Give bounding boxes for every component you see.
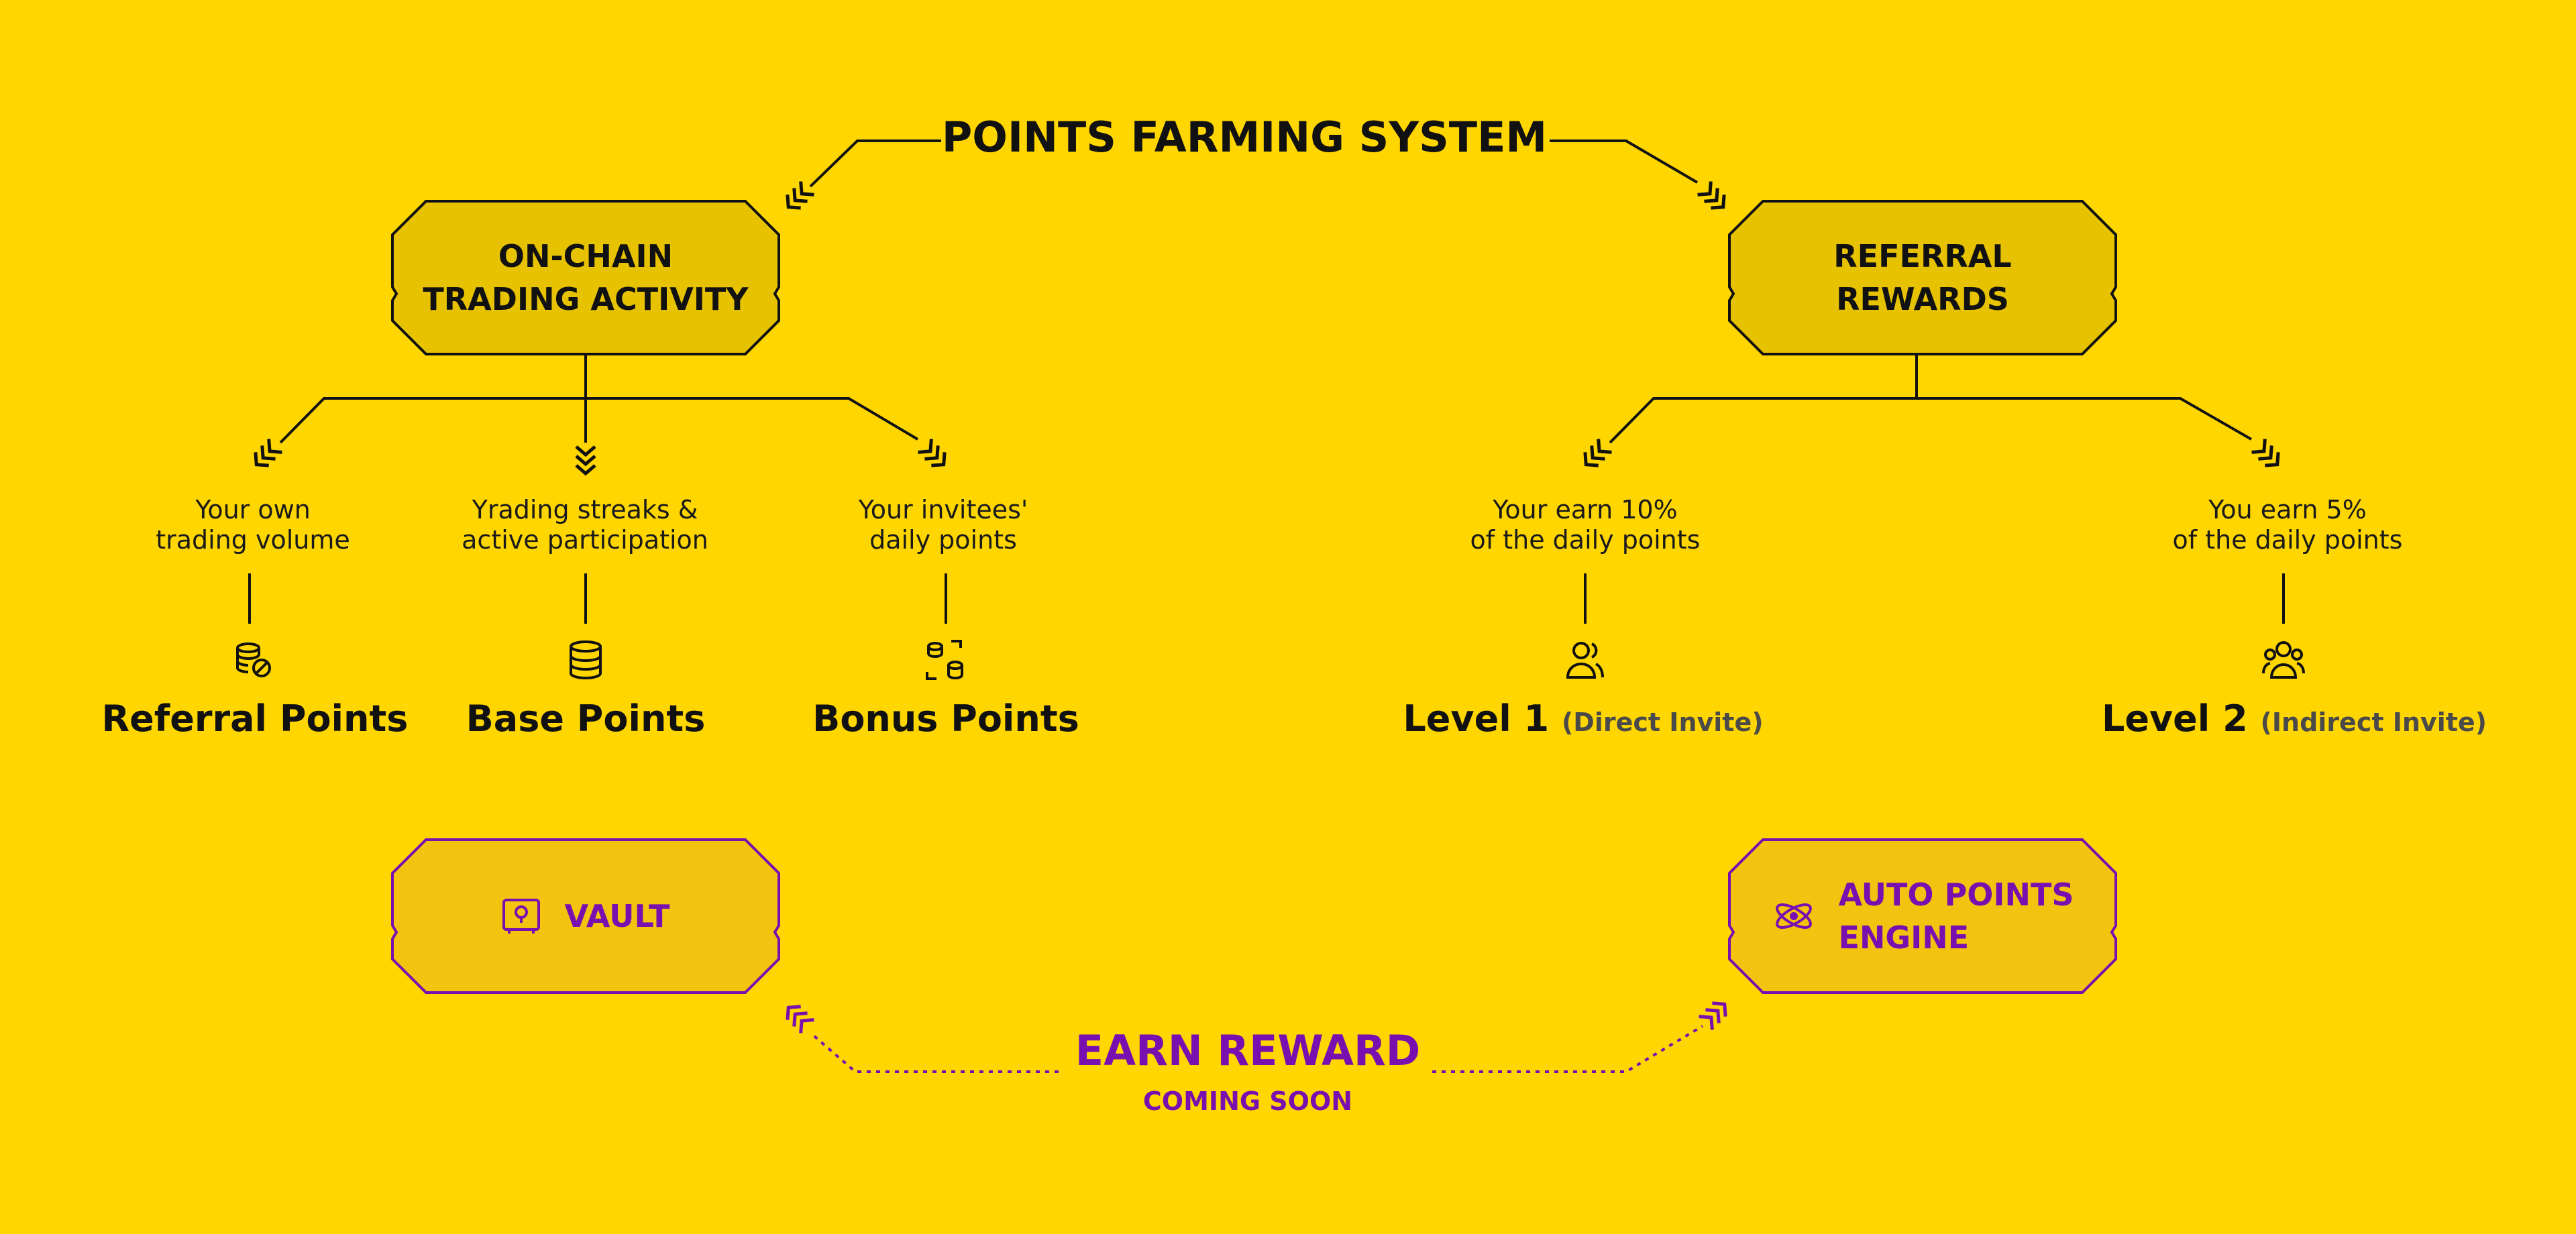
referral-points-title: Referral Points: [101, 697, 409, 740]
engine-label: AUTO POINTS ENGINE: [1839, 873, 2074, 959]
engine-content: AUTO POINTS ENGINE: [1772, 873, 2074, 959]
vault-box: VAULT: [391, 838, 780, 994]
desc-line: Your invitees': [858, 495, 1028, 524]
box-shape: [391, 200, 780, 355]
desc-line: active participation: [462, 525, 708, 555]
title-connector-right: [1550, 139, 1699, 184]
title-connector-left: [809, 139, 941, 188]
earn-connector-left: [809, 1031, 1059, 1073]
referral-rewards-box: REFERRAL REWARDS: [1728, 200, 2117, 355]
chevron-engine-icon: [1699, 1001, 1727, 1030]
level-1-subtitle: (Direct Invite): [1561, 708, 1764, 737]
chevron-vault-icon: [786, 1005, 814, 1033]
desc-line: trading volume: [156, 525, 350, 555]
vault-content: VAULT: [501, 895, 670, 938]
onchain-bar: [279, 397, 919, 444]
earn-reward-title: EARN REWARD: [1075, 1026, 1421, 1075]
referral-label-line-2: REWARDS: [1836, 281, 2009, 317]
desc-line: Yrading streaks &: [472, 495, 698, 524]
level-1-label: Level 1: [1403, 697, 1550, 740]
desc-line: of the daily points: [1470, 525, 1701, 555]
user-icon: [1566, 642, 1604, 679]
desc-line: You earn 5%: [2208, 495, 2367, 524]
chevron-referral-2-icon: [2251, 439, 2280, 467]
level-2-subtitle: (Indirect Invite): [2260, 708, 2487, 737]
onchain-item-1-desc: Your own trading volume: [78, 495, 427, 555]
chevron-onchain-2-icon: [575, 445, 596, 476]
onchain-trading-box: ON-CHAIN TRADING ACTIVITY: [391, 200, 780, 355]
onchain-item-2-desc: Yrading streaks & active participation: [411, 495, 759, 555]
chevron-title-right-icon: [1697, 181, 1726, 210]
desc-line: of the daily points: [2172, 525, 2403, 555]
atom-icon: [1775, 903, 1812, 929]
vault-icon: [502, 899, 541, 934]
engine-label-line-1: AUTO POINTS: [1838, 877, 2074, 913]
coming-soon-label: COMING SOON: [1142, 1086, 1353, 1116]
referral-item-2-desc: You earn 5% of the daily points: [2113, 495, 2462, 555]
referral-label-line-1: REFERRAL: [1833, 238, 2012, 274]
engine-label-line-2: ENGINE: [1838, 919, 1970, 956]
desc-line: Your earn 10%: [1493, 495, 1678, 524]
page-title: POINTS FARMING SYSTEM: [941, 113, 1548, 162]
onchain-label-line-1: ON-CHAIN: [498, 238, 674, 274]
users-icon: [2262, 641, 2305, 679]
onchain-item-3-desc: Your invitees' daily points: [769, 495, 1118, 555]
level-1-title: Level 1 (Direct Invite): [1382, 697, 1784, 740]
referral-bar: [1609, 397, 2252, 444]
referral-box-label: REFERRAL REWARDS: [1833, 235, 2011, 321]
database-icon: [570, 640, 602, 680]
desc-line: Your own: [195, 495, 311, 524]
level-2-title: Level 2 (Indirect Invite): [2080, 697, 2509, 740]
level-2-label: Level 2: [2101, 697, 2248, 740]
box-shape: [1728, 200, 2117, 355]
bonus-points-title: Bonus Points: [812, 697, 1079, 740]
chevron-referral-1-icon: [1583, 439, 1612, 467]
onchain-label-line-2: TRADING ACTIVITY: [423, 281, 749, 317]
base-points-title: Base Points: [466, 697, 706, 740]
earn-connector-right: [1432, 1025, 1704, 1073]
chevron-onchain-3-icon: [918, 439, 947, 467]
desc-line: daily points: [869, 525, 1017, 555]
onchain-box-label: ON-CHAIN TRADING ACTIVITY: [423, 235, 748, 321]
auto-points-engine-box: AUTO POINTS ENGINE: [1728, 838, 2117, 994]
scan-coins-icon: [926, 640, 963, 680]
coins-icon: [236, 642, 271, 677]
referral-item-1-desc: Your earn 10% of the daily points: [1411, 495, 1760, 555]
chevron-onchain-1-icon: [254, 439, 282, 467]
box-shape: [1728, 838, 2117, 994]
chevron-title-left-icon: [786, 181, 814, 210]
vault-label: VAULT: [564, 898, 670, 934]
box-shape: [391, 838, 780, 994]
